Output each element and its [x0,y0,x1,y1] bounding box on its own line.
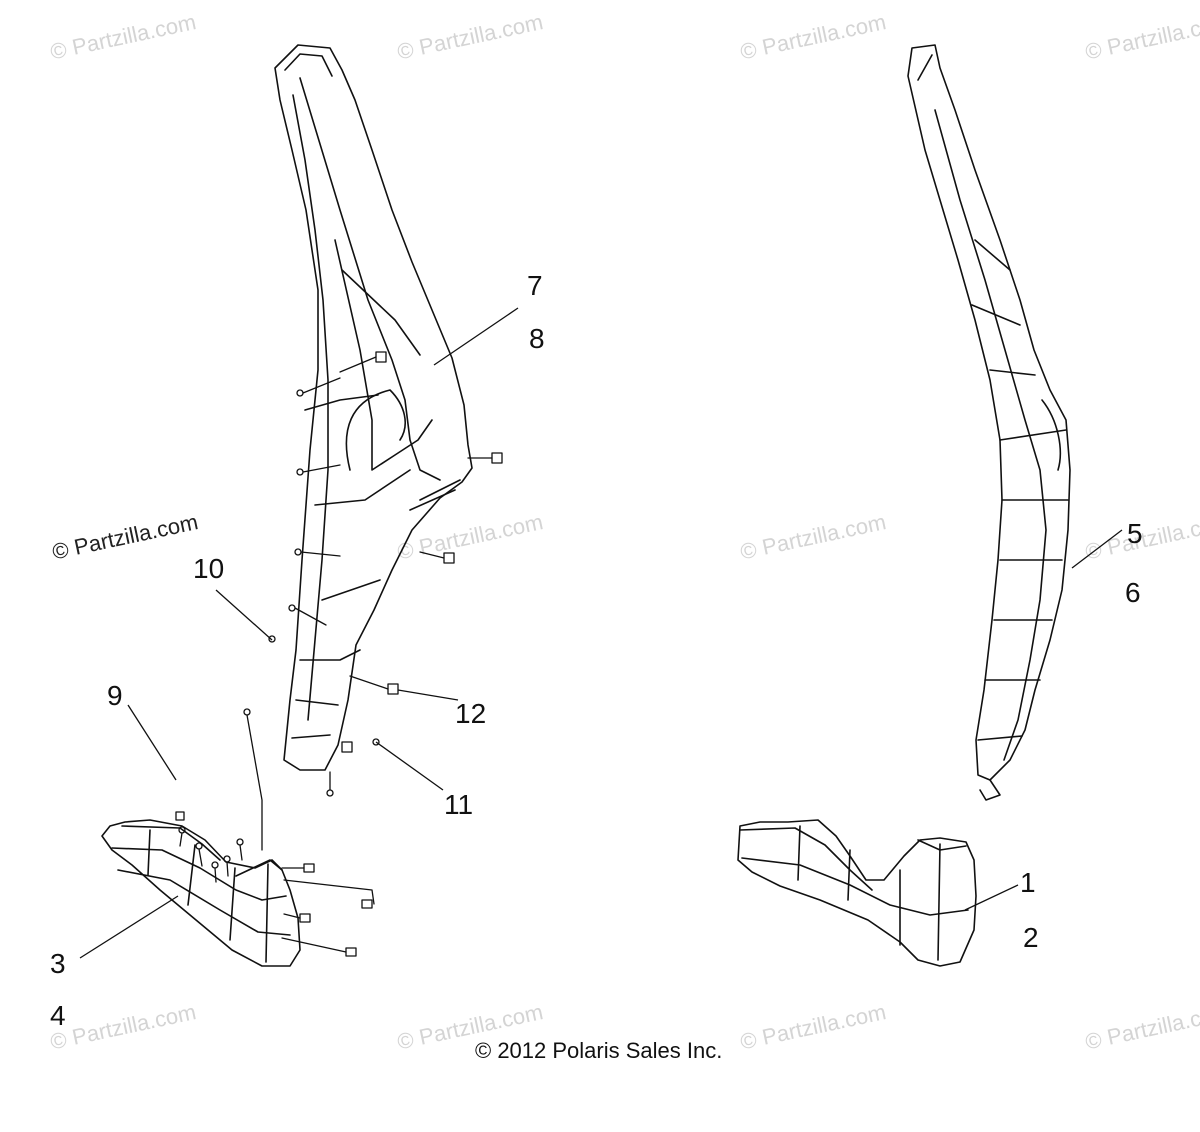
leader-5 [1071,529,1123,569]
copyright-notice: © 2012 Polaris Sales Inc. [475,1038,723,1063]
guard-fasteners [175,708,375,957]
leader-11 [375,741,444,791]
callout-12[interactable]: 12 [455,698,487,729]
leader-1 [964,884,1019,911]
callout-5[interactable]: 5 [1127,518,1143,549]
callout-11[interactable]: 11 [444,789,474,820]
leader-12 [397,689,459,701]
callout-7[interactable]: 7 [527,270,543,301]
callout-6[interactable]: 6 [1125,577,1141,608]
callout-2[interactable]: 2 [1023,922,1039,953]
callout-4[interactable]: 4 [50,1000,66,1031]
left-lower-guard [101,819,301,967]
callout-1[interactable]: 1 [1020,867,1036,898]
callout-8[interactable]: 8 [529,323,545,354]
leader-3 [79,895,179,959]
leader-10 [215,589,273,641]
pillar-fasteners [268,351,503,797]
leader-lines [79,307,1123,959]
right-pillar-panel [907,44,1071,801]
callout-3[interactable]: 3 [50,948,66,979]
leader-7 [433,307,519,366]
right-lower-guard [737,819,977,967]
left-pillar-panel [274,44,473,771]
callout-9[interactable]: 9 [107,680,123,711]
leader-9 [127,704,177,781]
callout-10[interactable]: 10 [193,553,225,584]
